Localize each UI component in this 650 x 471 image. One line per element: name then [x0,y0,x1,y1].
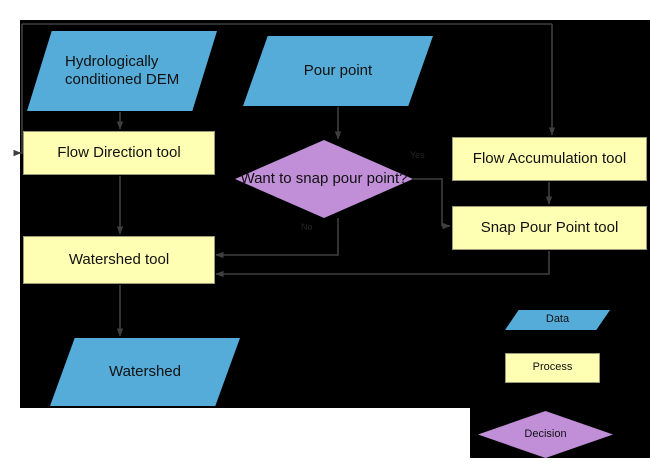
node-label: Want to snap pour point? [240,169,408,187]
node-watershed-tool[interactable]: Watershed tool [23,236,215,284]
edge-decision-no [224,218,339,256]
node-label: Flow Accumulation tool [472,149,627,167]
edge-label-no: No [301,222,313,232]
legend-label: Data [545,313,570,326]
node-label: Watershed [109,362,181,380]
node-hydrologically-conditioned-dem[interactable]: Hydrologically conditioned DEM [27,31,217,111]
legend-item-data: Data [505,310,610,330]
legend-item-process: Process [505,353,600,383]
node-label: Snap Pour Point tool [480,218,619,236]
node-label: Hydrologically conditioned DEM [65,52,180,88]
edge-dem-left-riser [21,24,23,154]
node-pour-point[interactable]: Pour point [243,36,433,106]
edge-label-yes: Yes [410,150,425,160]
node-label: Watershed tool [68,250,170,268]
node-flow-direction-tool[interactable]: Flow Direction tool [23,131,215,175]
node-watershed[interactable]: Watershed [50,338,240,406]
node-label: Pour point [303,61,373,79]
node-label: Flow Direction tool [57,143,181,161]
node-flow-accumulation-tool[interactable]: Flow Accumulation tool [452,137,647,181]
legend-label: Process [532,361,573,374]
edge-snap-to-watershed-tool [224,251,550,275]
node-snap-pour-point-tool[interactable]: Snap Pour Point tool [452,206,647,250]
legend-label: Decision [524,427,567,440]
edge-decision-yes [413,178,443,226]
